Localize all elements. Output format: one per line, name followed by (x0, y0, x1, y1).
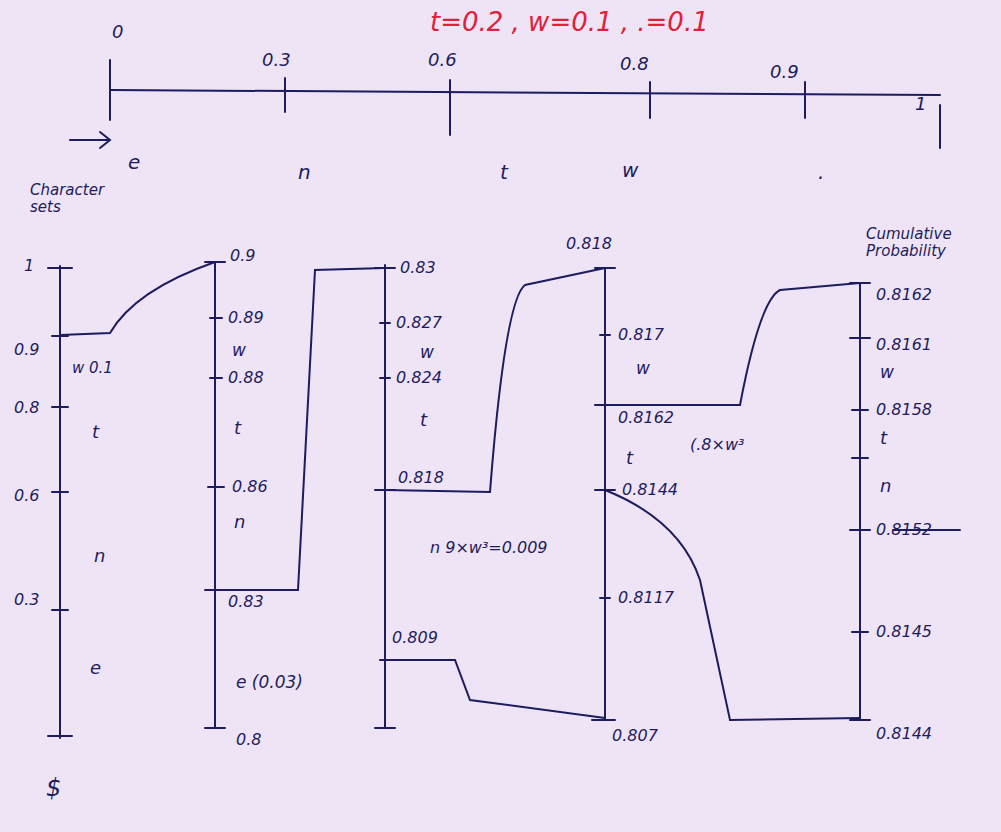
axis-label: 0.88 (228, 369, 264, 387)
axis-label: 0.817 (618, 326, 664, 344)
axis-label: 0.9 (770, 62, 799, 82)
axis-label: 0.8144 (876, 725, 932, 743)
axis-label: 0.9 (14, 341, 39, 359)
axis-label: $ (46, 775, 61, 801)
axis-label: n (94, 546, 105, 566)
axis-2 (214, 262, 216, 728)
axis-label: 0.83 (400, 259, 436, 277)
axis-label: w (420, 343, 434, 362)
axis-label: Character sets (30, 182, 110, 215)
axis-label: (.8×w³ (690, 436, 744, 454)
zoom-line (60, 262, 215, 335)
zoom-line (385, 660, 605, 718)
pointer-arrow (70, 132, 110, 148)
axis-label: t (880, 428, 887, 448)
axis-label: 0.8152 (876, 521, 932, 539)
axis-label: n 9×w³=0.009 (430, 539, 548, 557)
axis-5 (859, 283, 861, 720)
axis-label: t (234, 418, 241, 438)
zoom-line (605, 283, 860, 405)
axis-label: 0.6 (428, 50, 457, 70)
axis-label: 0.824 (396, 369, 442, 387)
axis-label: n (234, 512, 245, 532)
axis-label: t (92, 422, 99, 442)
zoom-line (605, 490, 860, 720)
axis-label: w (880, 363, 894, 382)
axis-label: 0.818 (398, 469, 444, 487)
axis-label: 0 (112, 22, 123, 42)
zoom-line (385, 268, 605, 492)
axis-label: t (500, 161, 508, 183)
axis-label: 0.8158 (876, 401, 932, 419)
axis-label: . (818, 161, 824, 183)
axis-label: e (0.03) (236, 673, 303, 692)
axis-label: 0.3 (262, 50, 291, 70)
axis-label: 0.8162 (618, 409, 674, 427)
axis-label: 0.8 (14, 399, 39, 417)
axis-label: 0.8161 (876, 336, 932, 354)
axis-label: t (626, 448, 633, 468)
axis-label: 0.83 (228, 593, 264, 611)
axis-label: e (128, 151, 140, 173)
number-line (110, 90, 940, 95)
axis-label: 0.3 (14, 591, 39, 609)
axis-label: n (298, 161, 311, 183)
axis-label: 0.6 (14, 487, 39, 505)
axis-label: 0.86 (232, 478, 268, 496)
axis-label: 0.809 (392, 629, 438, 647)
axis-label: 0.9 (230, 247, 255, 265)
axis-label: w (232, 341, 246, 360)
number-line-ticks (110, 60, 940, 148)
axis-label: 1 (915, 94, 926, 114)
axis-3 (384, 265, 386, 728)
axis-label: n (880, 476, 891, 496)
axis-label: 0.827 (396, 314, 442, 332)
axis-label: e (90, 658, 101, 678)
axis-label: 0.8 (236, 731, 261, 749)
axis-label: 0.8 (620, 54, 649, 74)
axis-label: t (420, 410, 427, 430)
axis-label: 1 (24, 257, 34, 275)
axis-label: 0.89 (228, 309, 264, 327)
zoom-line (215, 268, 385, 590)
frequency-note: t=0.2 , w=0.1 , .=0.1 (430, 8, 709, 37)
axis-label: 0.818 (566, 235, 612, 253)
axis-label: 0.8145 (876, 623, 932, 641)
axis-label: w (636, 359, 650, 378)
axis-1-ticks (48, 268, 72, 736)
axis-label: 0.8144 (622, 481, 678, 499)
axis-label: 0.8117 (618, 589, 674, 607)
axis-label: 0.807 (612, 727, 658, 745)
axis-5-ticks (850, 283, 870, 720)
axis-label: w 0.1 (72, 360, 113, 377)
axis-2-ticks (205, 262, 225, 728)
axis-label: Cumulative Probability (866, 226, 994, 259)
axis-label: 0.8162 (876, 286, 932, 304)
axis-label: w (622, 159, 638, 181)
axis-4-ticks (592, 268, 615, 720)
